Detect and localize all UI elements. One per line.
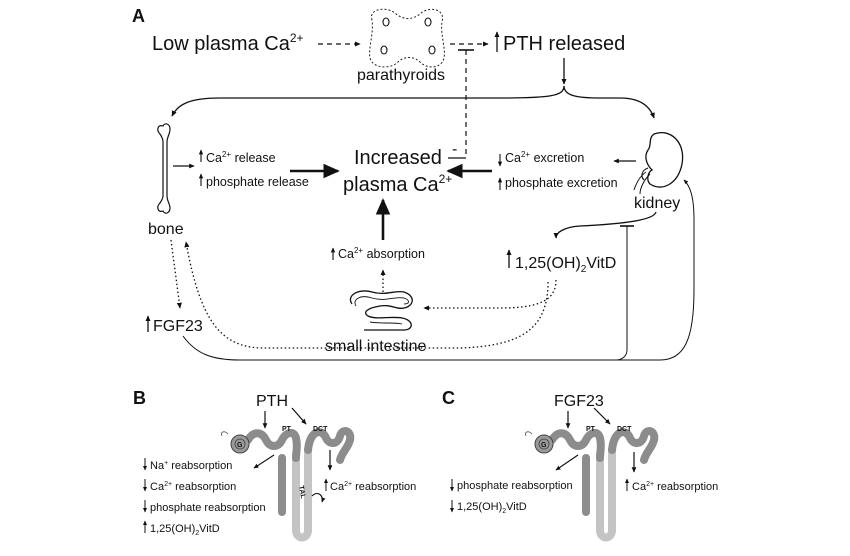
glomerulus-b — [230, 434, 250, 454]
pt-output-arrow-b — [253, 454, 275, 469]
panel-b-letter: B — [133, 388, 146, 408]
nephron-c-pt — [548, 429, 605, 462]
increased-label: Increased — [354, 147, 442, 169]
fgf23-inhibition-join — [615, 349, 628, 361]
c-phosphate-reabsorption: phosphate reabsorption — [457, 480, 573, 492]
nephron-b-dct — [304, 427, 355, 464]
bone-phosphate-release: phosphate release — [206, 175, 309, 189]
b-phosphate-reabsorption: phosphate reabsorption — [150, 502, 266, 514]
pt-output-arrow-c — [555, 454, 579, 471]
bone-icon — [157, 123, 171, 214]
fgf23-to-dct-arrow — [593, 407, 611, 425]
nephron-c — [525, 427, 659, 542]
plasma-ca-label: plasma Ca2+ — [343, 172, 452, 196]
tal-output-arrow-b — [311, 493, 326, 503]
vitd-label: 1,25(OH)2VitD — [515, 255, 616, 275]
nephron-b-pt — [244, 429, 301, 462]
bone-label: bone — [148, 221, 184, 238]
pt-b-label: PT — [282, 426, 292, 433]
small-intestine-icon — [349, 290, 413, 331]
dotted-arrow-bone-to-fgf23 — [170, 239, 182, 309]
kidney-ca-excretion: Ca2+ excretion — [505, 150, 584, 165]
parathyroids-label: parathyroids — [357, 67, 445, 84]
panel-a-letter: A — [132, 6, 145, 26]
kidney-label: kidney — [634, 195, 680, 212]
glomerulus-c — [534, 434, 554, 454]
nephron-c-loop-light — [596, 446, 616, 542]
c-dct-ca-reabsorption: Ca2+ reabsorption — [632, 481, 718, 493]
fgf23-label: FGF23 — [153, 318, 203, 335]
dotted-arrow-vitd-to-intestine — [423, 279, 557, 311]
ca-absorption-label: Ca2+ absorption — [338, 246, 425, 261]
tal-b-label: TAL — [297, 485, 306, 500]
dct-b-label: DCT — [313, 426, 328, 433]
panel-b-hormone: PTH — [256, 393, 288, 410]
panel-c-letter: C — [442, 388, 455, 408]
parathyroids-icon — [369, 8, 445, 68]
pt-c-label: PT — [586, 426, 596, 433]
nephron-c-dct — [608, 427, 659, 464]
glomerulus-c-label: G — [541, 442, 547, 449]
glomerulus-b-label: G — [237, 442, 243, 449]
dct-c-label: DCT — [617, 426, 632, 433]
brace-to-bone — [171, 85, 565, 117]
nephron-b-loop-light — [292, 446, 312, 542]
panel-c-hormone: FGF23 — [554, 393, 604, 410]
brace-to-kidney — [563, 85, 655, 119]
b-na-reabsorption: Na+ reabsorption — [150, 460, 232, 472]
b-vitd: 1,25(OH)2VitD — [150, 523, 220, 537]
minus-sign: - — [452, 141, 457, 158]
nephron-b — [221, 427, 355, 542]
arrow-fgf23-to-kidney — [182, 179, 695, 361]
kidney-phosphate-excretion: phosphate excretion — [505, 176, 618, 190]
pth-released-label: PTH released — [503, 33, 625, 55]
b-dct-ca-reabsorption: Ca2+ reabsorption — [330, 481, 416, 493]
c-vitd: 1,25(OH)2VitD — [457, 501, 527, 515]
small-intestine-label: small intestine — [325, 338, 426, 355]
kidney-icon — [633, 132, 684, 195]
bone-ca-release: Ca2+ release — [206, 150, 276, 165]
pth-to-dct-arrow — [291, 407, 307, 425]
arrow-kidney-to-vitd — [553, 211, 657, 239]
b-ca-reabsorption: Ca2+ reabsorption — [150, 481, 236, 493]
low-plasma-ca-label: Low plasma Ca2+ — [152, 31, 304, 55]
